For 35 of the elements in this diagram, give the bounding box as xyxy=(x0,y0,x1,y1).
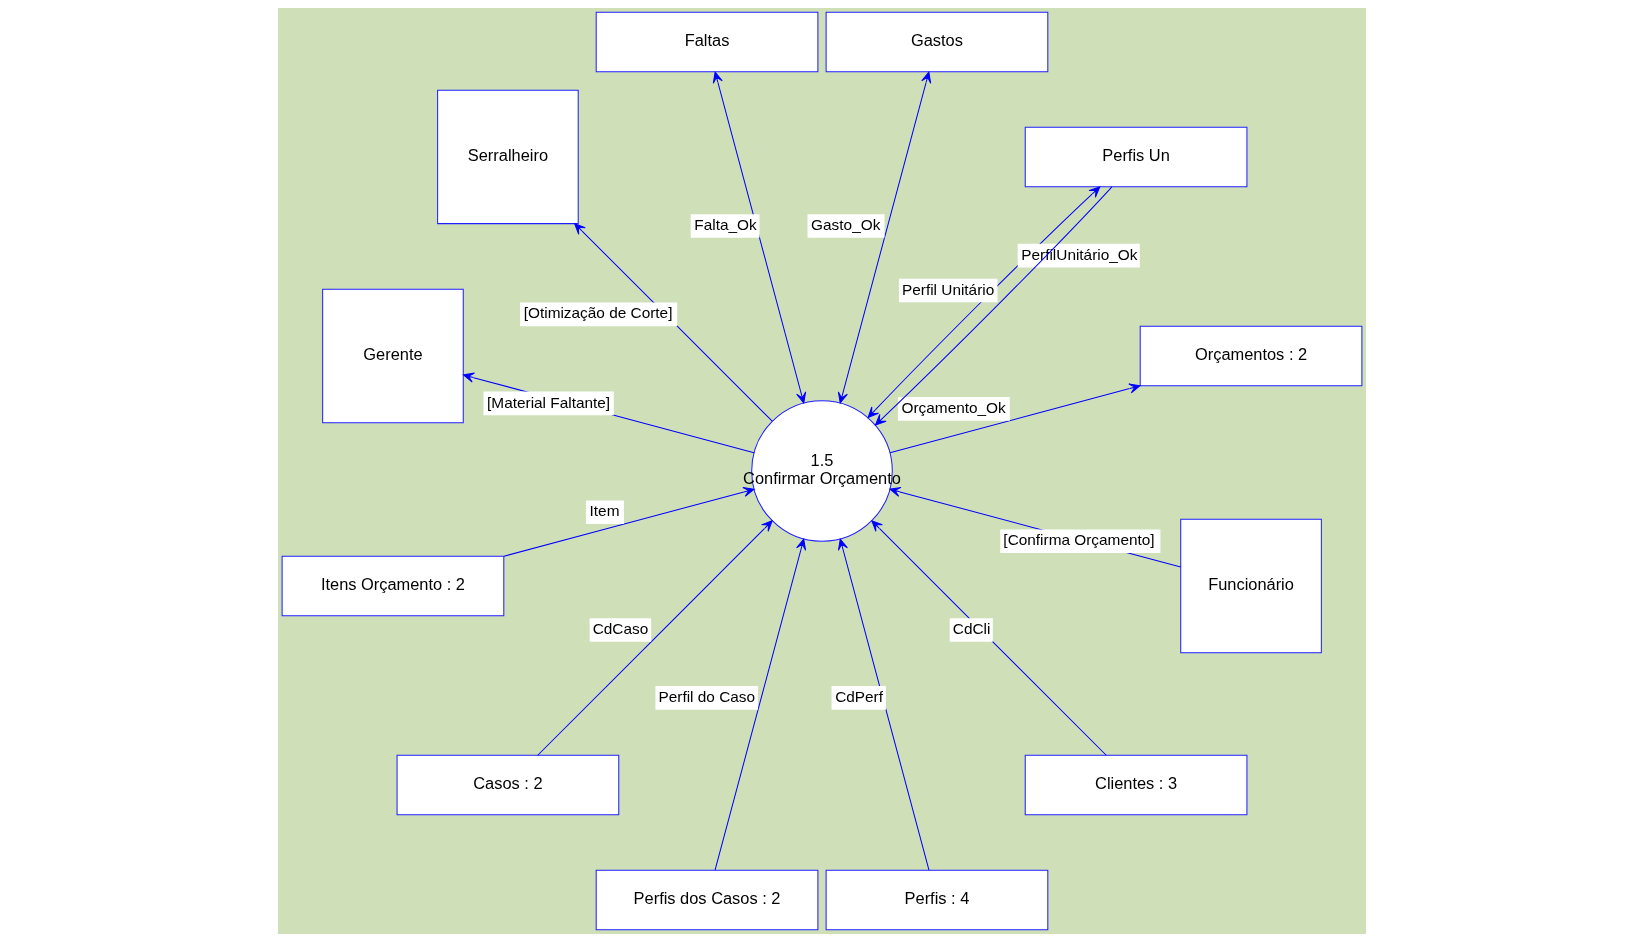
arrow xyxy=(462,372,755,454)
edge-label: CdCli xyxy=(952,620,991,638)
arrow xyxy=(889,486,1182,568)
arrow xyxy=(837,71,932,404)
edge-label: CdCaso xyxy=(592,620,649,638)
edge-label: Perfil Unitário xyxy=(901,280,995,298)
arrow xyxy=(714,538,807,871)
arrow xyxy=(574,223,773,422)
node-box: Gastos xyxy=(825,11,1049,73)
node-box: Serralheiro xyxy=(437,89,579,225)
arrow xyxy=(537,520,773,756)
edge-label: Orçamento_Ok xyxy=(901,398,1006,416)
edge-label: [Confirma Orçamento] xyxy=(1003,531,1155,549)
node-box: Casos : 2 xyxy=(396,754,620,816)
arrow xyxy=(503,486,755,557)
node-box: Clientes : 3 xyxy=(1024,754,1248,816)
edge-label: Falta_Ok xyxy=(694,216,757,234)
arrow xyxy=(871,520,1107,756)
edge-label: Gasto_Ok xyxy=(811,216,881,234)
edge-label: [Otimização de Corte] xyxy=(523,304,673,322)
edge-label: Item xyxy=(589,502,620,520)
node-box: Perfis dos Casos : 2 xyxy=(595,869,819,931)
arrow xyxy=(712,71,807,404)
edge-label: [Material Faltante] xyxy=(487,393,611,411)
arrow xyxy=(837,538,930,871)
edge-label: Perfil do Caso xyxy=(658,687,756,705)
arrow xyxy=(889,383,1141,454)
node-box: Perfis Un xyxy=(1024,126,1248,188)
node-box: Faltas xyxy=(595,11,819,73)
node-box: Orçamentos : 2 xyxy=(1139,325,1363,387)
node-box: Perfis : 4 xyxy=(825,869,1049,931)
node-box: Gerente xyxy=(322,288,464,424)
node-box: Funcionário xyxy=(1180,518,1322,654)
edge-label: CdPerf xyxy=(835,687,884,705)
node-box: Itens Orçamento : 2 xyxy=(281,555,505,617)
